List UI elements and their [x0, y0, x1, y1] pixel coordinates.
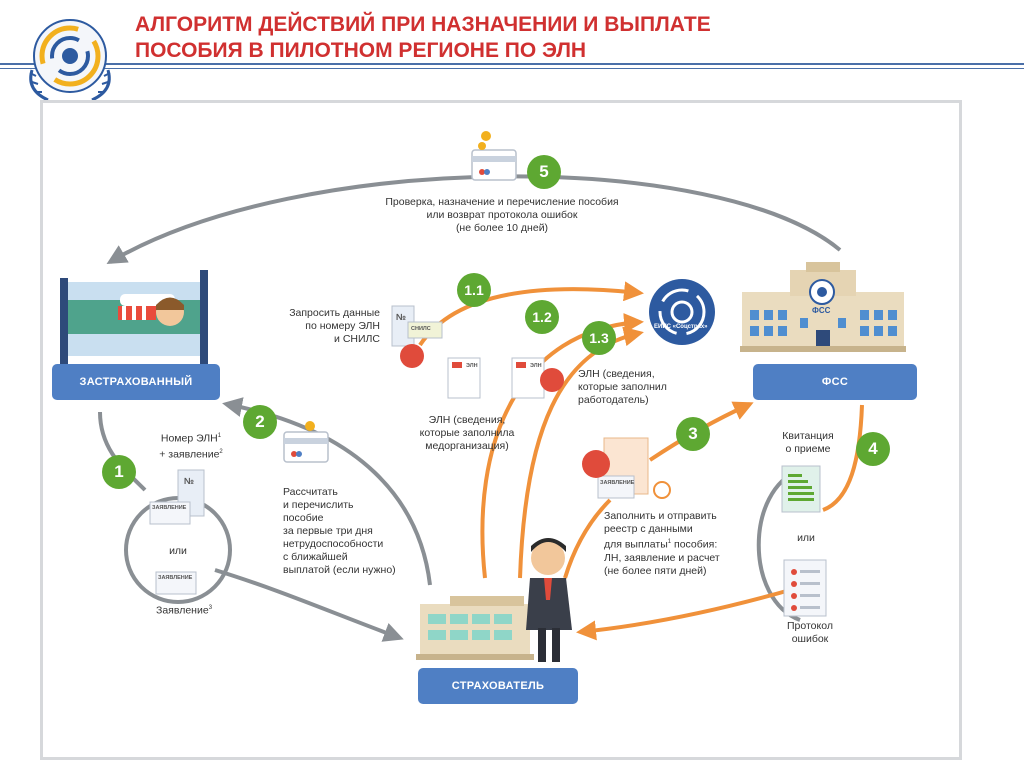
receipt-label: Квитанция о приеме	[770, 430, 846, 456]
step-badge-1-3: 1.3	[582, 321, 616, 355]
fss-building-sign: ФСС	[812, 306, 831, 315]
request-line-3: и СНИЛС	[334, 333, 380, 345]
step-badge-1-1: 1.1	[457, 273, 491, 307]
step5-line-1: Проверка, назначение и перечисление посо…	[385, 196, 619, 208]
eln-emp-doc-label: ЭЛН	[530, 363, 542, 369]
receipt-line-2: о приеме	[785, 443, 831, 455]
step-badge-5: 5	[527, 155, 561, 189]
eln-doc-label: ЗАЯВЛЕНИЕ	[152, 505, 187, 511]
header-rule-top	[0, 63, 1024, 65]
calculate-benefit-description: Рассчитать и перечислить пособие за перв…	[283, 486, 423, 577]
num-eln-text-1: Номер ЭЛН	[160, 432, 218, 445]
eln-med-doc-label: ЭЛН	[466, 363, 478, 369]
calc-line-2: и перечислить	[283, 499, 354, 511]
employer-building-illustration	[416, 596, 534, 660]
protocol-line-2: ошибок	[791, 633, 829, 645]
insured-label: ЗАСТРАХОВАННЫЙ	[52, 364, 220, 400]
registry-text-3: для выплаты	[604, 538, 668, 551]
step-badge-1: 1	[102, 455, 136, 489]
eis-logo	[649, 279, 715, 345]
registry-line-1: Заполнить и отправить	[604, 510, 717, 522]
protocol-document-icon	[783, 559, 827, 617]
insured-bed-illustration	[60, 270, 208, 364]
num-eln-text-2: + заявление	[159, 448, 220, 460]
slide-title: АЛГОРИТМ ДЕЙСТВИЙ ПРИ НАЗНАЧЕНИИ И ВЫПЛА…	[135, 12, 711, 64]
request-line-1: Запросить данные	[289, 307, 380, 319]
or-left-label: или	[169, 545, 187, 557]
calc-line-4: за первые три дня	[283, 525, 373, 537]
fss-label: ФСС	[753, 364, 917, 400]
step-badge-3: 3	[676, 417, 710, 451]
receipt-line-1: Квитанция	[782, 430, 834, 442]
bank-card-top-icon	[471, 131, 517, 181]
registry-description: Заполнить и отправить реестр с данными д…	[604, 510, 754, 578]
snils-document-icon	[391, 305, 443, 368]
header-rule-bottom	[0, 68, 1024, 69]
step-badge-2: 2	[243, 405, 277, 439]
num-eln-line-1: Номер ЭЛН1	[160, 432, 222, 445]
eln-number-application: Номер ЭЛН1 + заявление2	[146, 430, 236, 461]
eln-employer-document-icon	[511, 357, 564, 399]
application-text: Заявление	[156, 604, 209, 617]
step-badge-4: 4	[856, 432, 890, 466]
arrow-registry-down	[563, 498, 612, 579]
registry-document-icon	[582, 437, 671, 499]
eln-med-line-2: которые заполнила	[419, 427, 515, 439]
receipt-document-icon	[781, 465, 821, 513]
calc-line-3: пособие	[283, 512, 324, 524]
diagram-frame	[40, 100, 962, 760]
step5-line-2: или возврат протокола ошибок	[426, 209, 578, 221]
eln-emp-line-1: ЭЛН (сведения,	[578, 368, 655, 380]
calc-line-1: Рассчитать	[283, 486, 338, 498]
arrow-step4	[822, 404, 864, 512]
protocol-label: Протокол ошибок	[772, 620, 848, 646]
eln-med-line-3: медорганизация)	[425, 440, 509, 452]
application-label: Заявление3	[156, 604, 213, 617]
eln-med-document-icon	[447, 357, 481, 399]
calc-line-7: выплатой (если нужно)	[283, 564, 396, 576]
registry-line-5: (не более пяти дней)	[604, 564, 707, 577]
slide-title-line-2: ПОСОБИЯ В ПИЛОТНОМ РЕГИОНЕ ПО ЭЛН	[135, 39, 587, 62]
step5-description: Проверка, назначение и перечисление посо…	[352, 196, 652, 235]
eln-med-line-1: ЭЛН (сведения,	[428, 414, 506, 426]
step5-line-3: (не более 10 дней)	[455, 222, 549, 234]
or-right-label: или	[797, 532, 815, 544]
arrow-step1-to-employer	[214, 568, 404, 642]
protocol-line-1: Протокол	[787, 620, 833, 632]
snils-doc-number-sign: №	[396, 312, 407, 322]
calc-line-6: с ближайшей	[283, 551, 348, 563]
eln-emp-line-2: которые заполнил	[578, 381, 667, 393]
eln-document-icon	[149, 469, 205, 525]
registry-line-3: для выплаты1 пособия:	[604, 538, 718, 551]
registry-text-3b: пособия:	[674, 538, 718, 551]
slide-title-line-1: АЛГОРИТМ ДЕЙСТВИЙ ПРИ НАЗНАЧЕНИИ И ВЫПЛА…	[135, 13, 711, 36]
request-line-2: по номеру ЭЛН	[305, 320, 380, 332]
registry-doc-label: ЗАЯВЛЕНИЕ	[600, 480, 635, 486]
arrow-to-employer-right	[576, 588, 791, 641]
request-data-description: Запросить данные по номеру ЭЛН и СНИЛС	[262, 307, 380, 346]
application-document-icon	[155, 571, 197, 595]
employer-person-illustration	[526, 538, 572, 662]
calc-line-5: нетрудоспособности	[283, 538, 384, 550]
employer-label: СТРАХОВАТЕЛЬ	[418, 668, 578, 704]
eis-label: ЕИИС «Соцстрах»	[654, 324, 708, 330]
application-doc-label: ЗАЯВЛЕНИЕ	[158, 575, 193, 581]
eln-employer-description: ЭЛН (сведения, которые заполнил работода…	[578, 368, 698, 407]
fss-logo	[18, 10, 122, 106]
registry-line-4: ЛН, заявление и расчет	[604, 551, 720, 564]
fss-building-illustration	[740, 262, 906, 352]
step-badge-1-2: 1.2	[525, 300, 559, 334]
eln-emp-line-3: работодатель)	[578, 394, 649, 406]
registry-line-2: реестр с данными	[604, 523, 693, 535]
snils-doc-label: СНИЛС	[411, 326, 431, 332]
num-eln-line-2: + заявление2	[159, 448, 223, 460]
eln-med-description: ЭЛН (сведения, которые заполнила медорга…	[402, 414, 532, 453]
bank-card-left-icon	[283, 421, 329, 463]
eln-doc-number-sign: №	[184, 476, 195, 486]
